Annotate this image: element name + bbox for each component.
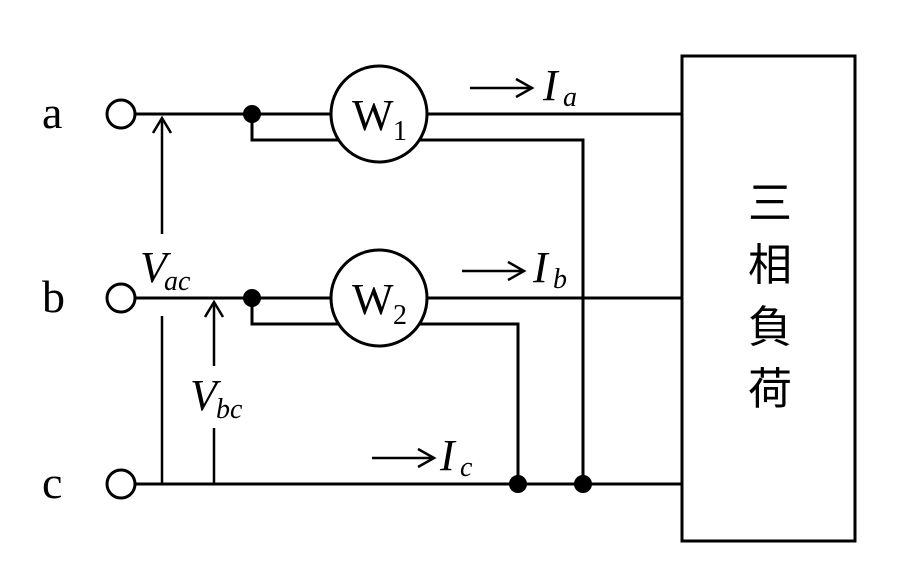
arrowhead-ia: [515, 77, 535, 99]
wattmeter-w1-circle: [329, 64, 429, 164]
terminal-c: [105, 468, 137, 500]
wattmeter-w1-label: W: [352, 91, 394, 140]
voltage-vac-subscript: ac: [164, 266, 191, 297]
terminal-b: [105, 282, 137, 314]
voltage-vbc-subscript: bc: [216, 394, 243, 425]
junction-dot: [509, 475, 527, 493]
terminal-label-a: a: [42, 87, 62, 138]
three-phase-load: 三 相 負 荷: [680, 54, 857, 543]
voltage-vbc-label: V: [190, 371, 222, 420]
load-label-char: 荷: [748, 364, 792, 415]
wattmeter-w1-subscript: 1: [393, 116, 407, 147]
current-ia-subscript: a: [563, 82, 577, 113]
junction-dot: [243, 289, 261, 307]
current-ib-subscript: b: [553, 264, 567, 295]
junction-dot: [243, 105, 261, 123]
current-ic-label: I: [439, 431, 457, 480]
current-ic-subscript: c: [460, 452, 473, 483]
voltage-vbc-indicator: V bc: [190, 299, 243, 484]
wattmeter-w2-circle: [329, 248, 429, 348]
current-ib-indicator: I b: [462, 243, 567, 295]
wattmeter-w2-subscript: 2: [393, 300, 407, 331]
load-box: [680, 54, 857, 543]
terminal-label-b: b: [42, 271, 65, 322]
current-ic-indicator: I c: [372, 431, 473, 483]
arrowhead-ic: [417, 447, 437, 469]
load-label-char: 三: [748, 178, 792, 229]
wattmeter-w2-label: W: [352, 275, 394, 324]
terminal-a: [105, 98, 137, 130]
voltage-vac-indicator: V ac: [140, 115, 191, 484]
load-label-char: 負: [748, 302, 792, 353]
wattmeter-w1: W 1: [329, 64, 429, 164]
vac-arrowhead: [151, 115, 173, 134]
voltage-vac-label: V: [140, 243, 172, 292]
current-ib-label: I: [532, 243, 550, 292]
junction-dot: [574, 475, 592, 493]
wattmeter-w2: W 2: [329, 248, 429, 348]
current-ia-label: I: [542, 61, 560, 110]
current-ia-indicator: I a: [470, 61, 577, 113]
terminal-label-c: c: [42, 457, 62, 508]
vbc-arrowhead: [203, 299, 225, 318]
load-label-char: 相: [748, 240, 792, 291]
arrowhead-ib: [507, 260, 527, 282]
